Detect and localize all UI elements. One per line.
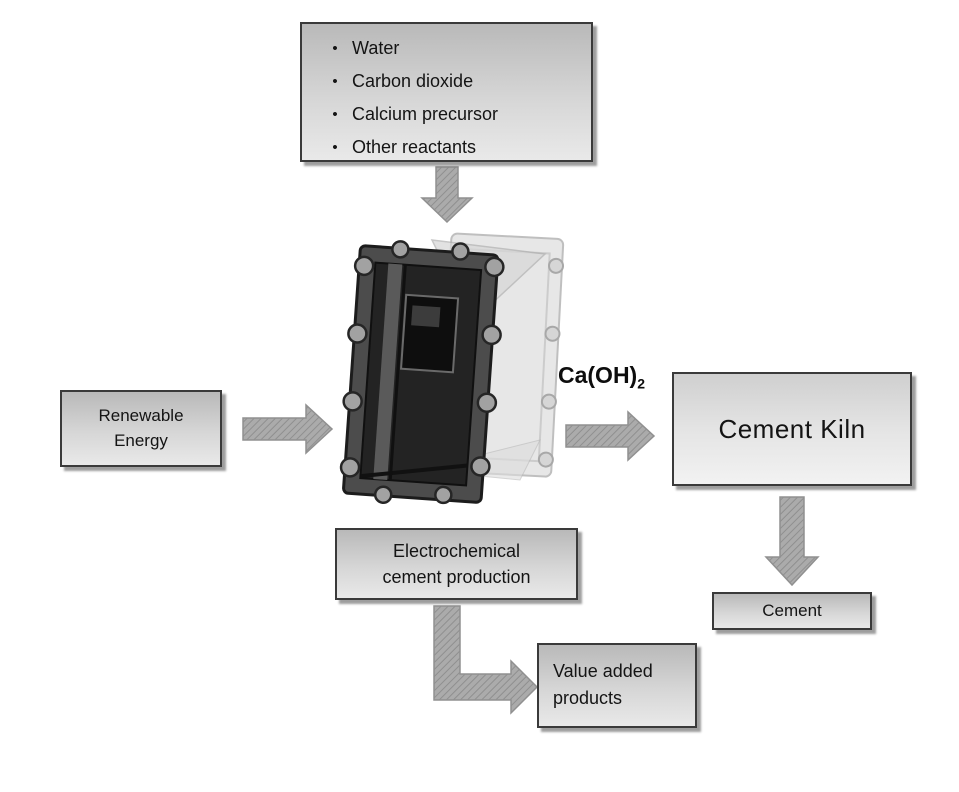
reactant-label: Carbon dioxide	[352, 71, 474, 91]
list-item: • Calcium precursor	[318, 98, 591, 131]
list-item: • Other reactants	[318, 131, 591, 164]
arrow-electrochemical-to-value-added	[433, 605, 539, 715]
reactant-label: Water	[352, 38, 400, 58]
bullet-icon: •	[332, 139, 338, 156]
value-added-line1: Value added	[553, 661, 653, 681]
bullet-icon: •	[332, 106, 338, 123]
electrochemical-line1: Electrochemical	[392, 540, 521, 561]
arrow-cell-to-kiln	[565, 410, 656, 462]
cement-kiln-label: Cement Kiln	[718, 413, 866, 444]
arrow-reactants-to-cell	[420, 166, 474, 224]
list-item: • Water	[318, 32, 591, 65]
renewable-energy-line2: Energy	[114, 430, 168, 450]
list-item: • Carbon dioxide	[318, 65, 591, 98]
arrow-kiln-to-cement	[764, 496, 820, 587]
cement-kiln-box: Cement Kiln	[672, 372, 912, 486]
reactants-box: • Water • Carbon dioxide • Calcium precu…	[300, 22, 593, 162]
electrochemical-cell-image	[339, 232, 565, 505]
electrochemical-line2: cement production	[382, 567, 531, 587]
electrochemical-production-box: Electrochemical cement production	[335, 528, 578, 600]
cement-box: Cement	[712, 592, 872, 630]
bullet-icon: •	[332, 40, 338, 57]
caoh2-base: Ca(OH)	[558, 362, 638, 388]
cement-label: Cement	[762, 601, 822, 620]
caoh2-subscript: 2	[637, 375, 646, 392]
value-added-products-box: Value added products	[537, 643, 697, 728]
renewable-energy-box: Renewable Energy	[60, 390, 222, 467]
value-added-line2: products	[553, 688, 623, 708]
reactant-label: Other reactants	[352, 137, 477, 157]
arrow-renewable-to-cell	[242, 403, 334, 455]
reactant-label: Calcium precursor	[352, 104, 499, 124]
renewable-energy-line1: Renewable	[98, 405, 184, 425]
bullet-icon: •	[332, 73, 338, 90]
caoh2-label: Ca(OH)2	[558, 362, 678, 392]
